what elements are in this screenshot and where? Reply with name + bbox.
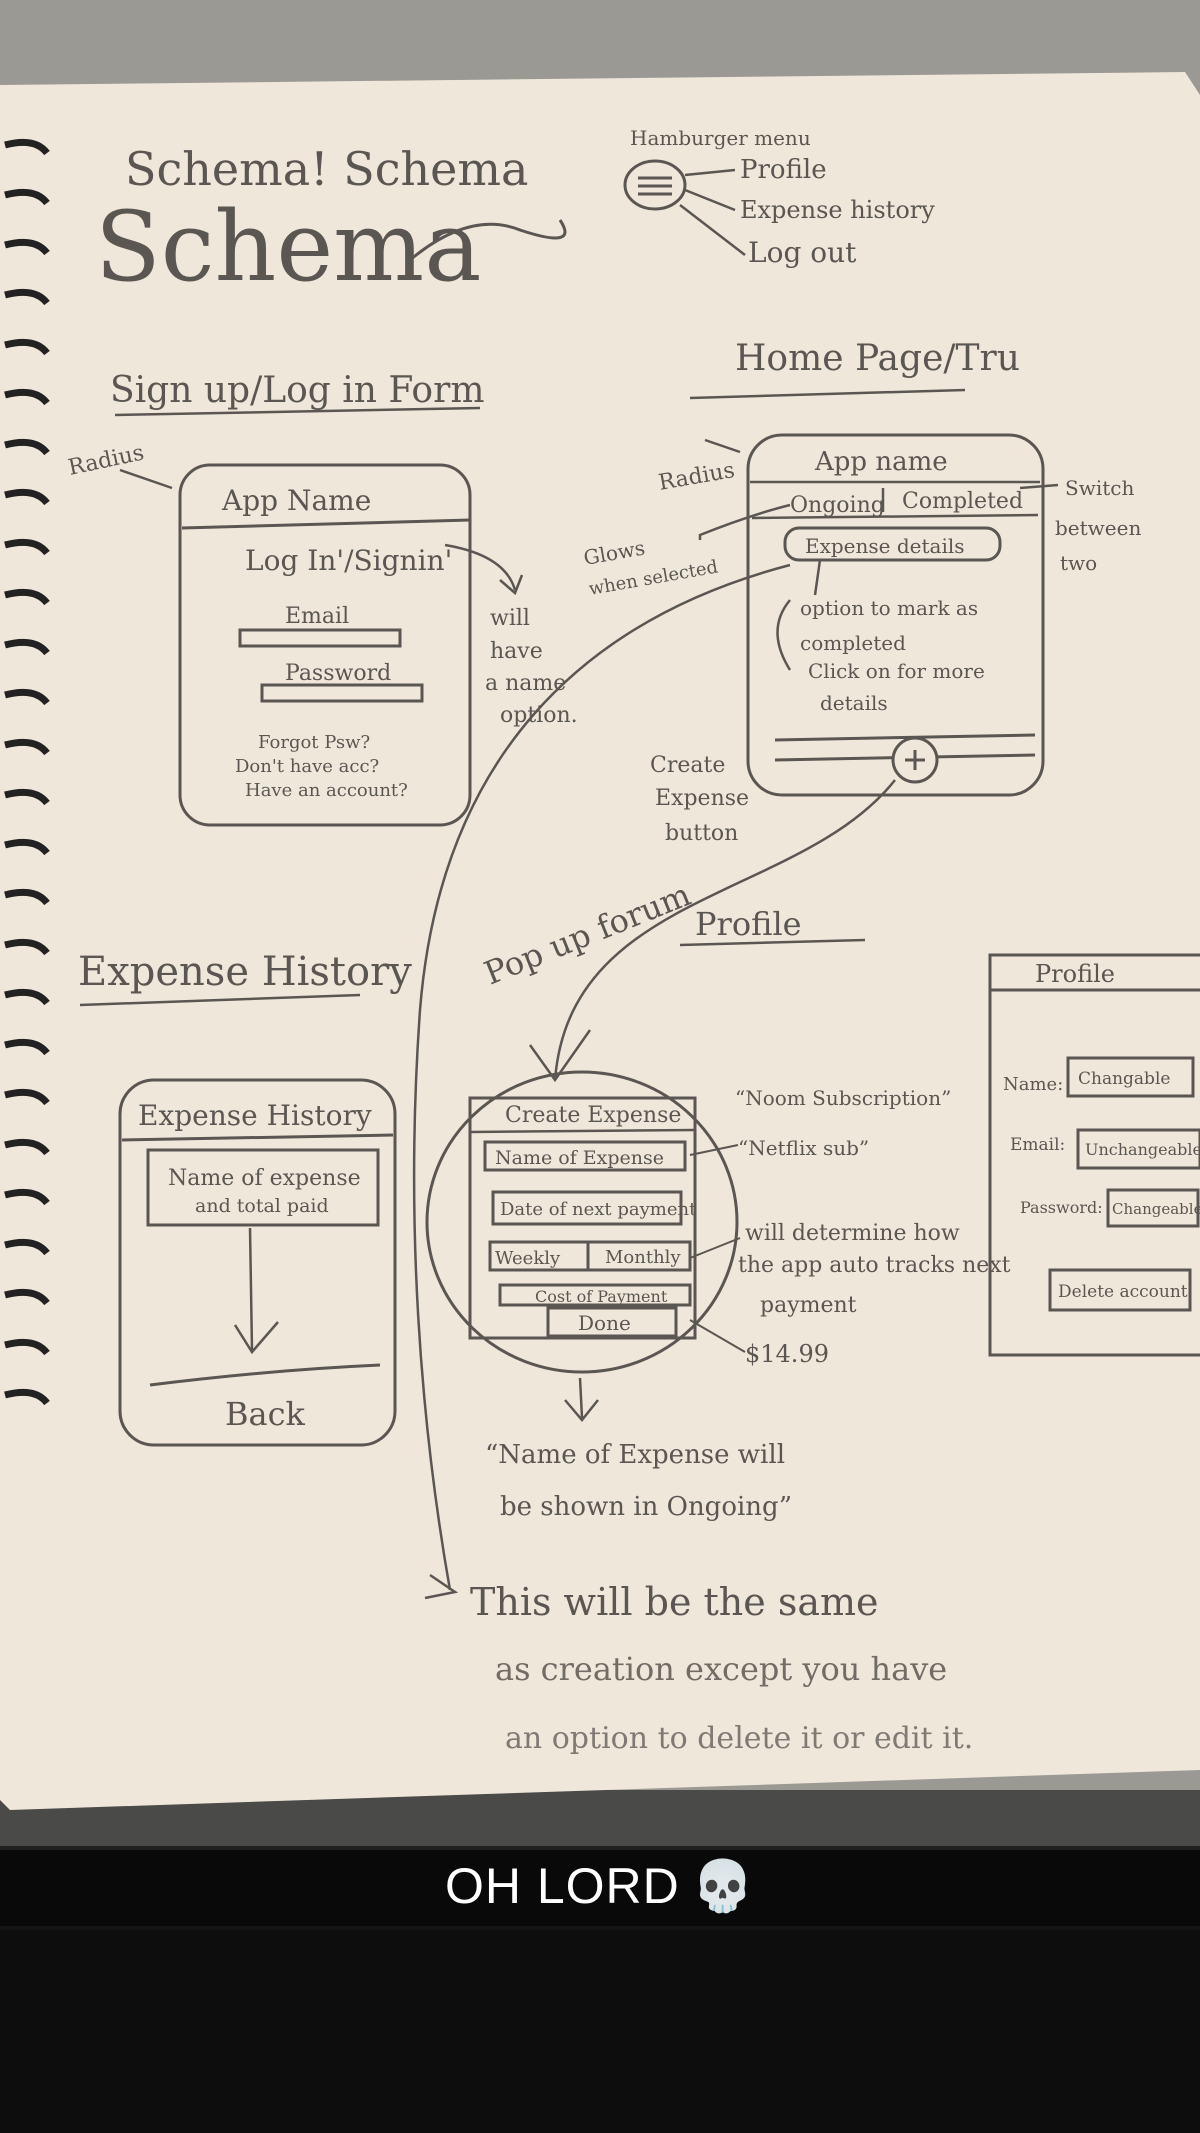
history-sketch: Expense History Expense History Name of …: [78, 949, 412, 1447]
popup-cost-label: Cost of Payment: [535, 1287, 668, 1306]
signup-note-1: will: [490, 606, 530, 631]
popup-outline: [425, 1070, 739, 1374]
popup-frequency-toggle: [488, 1240, 692, 1272]
skull-emoji-icon: 💀: [691, 1857, 756, 1914]
home-switch-note-1: Switch: [1065, 476, 1134, 500]
popup-monthly: Monthly: [605, 1247, 681, 1268]
home-note-3: Click on for more: [808, 659, 985, 683]
arrow-to-popup: [553, 779, 896, 1081]
signup-note-4: option.: [500, 703, 578, 728]
popup-form-frame: [468, 1096, 697, 1340]
hamburger-item-profile: Profile: [740, 155, 827, 185]
history-phone-frame: [118, 1078, 397, 1447]
home-note-4: details: [820, 691, 888, 715]
home-note-1: option to mark as: [800, 596, 978, 620]
title-swash: [409, 219, 567, 262]
popup-price: $14.99: [745, 1340, 829, 1368]
profile-phone-frame: [988, 953, 1200, 1357]
home-app-name: App name: [814, 447, 948, 477]
history-item-card: [146, 1148, 380, 1227]
bottom-note-2: as creation except you have: [495, 1650, 947, 1688]
hamburger-icon: [623, 159, 687, 211]
title-top: Schema! Schema: [125, 142, 528, 196]
hamburger-item-history: Expense history: [740, 196, 935, 224]
home-create-note-3: button: [665, 821, 738, 846]
history-back: Back: [225, 1395, 306, 1433]
hamburger-item-logout: Log out: [748, 236, 857, 269]
signup-login-title: Log In'/Signin': [245, 544, 452, 577]
profile-password-value: Changeable: [1112, 1200, 1200, 1218]
popup-example-2: “Netflix sub”: [738, 1136, 869, 1160]
popup-date-label: Date of next payment: [500, 1199, 697, 1220]
popup-sketch: Create Expense Name of Expense Date of n…: [425, 1070, 1011, 1522]
signup-note-3: a name: [485, 671, 566, 696]
snap-caption-bar: OH LORD 💀: [0, 1846, 1200, 1926]
arrow-to-bottom-note: [412, 563, 791, 1591]
signup-email-label: Email: [285, 604, 349, 629]
home-phone-frame: [746, 433, 1045, 797]
bottom-note-3: an option to delete it or edit it.: [505, 1721, 973, 1756]
history-item-line-1: Name of expense: [168, 1166, 361, 1191]
popup-date-field: [491, 1190, 683, 1226]
floor-shadow: [0, 1930, 1200, 2133]
profile-name-value: Changable: [1078, 1069, 1170, 1089]
home-heading: Home Page/Tru: [735, 338, 1020, 379]
home-sketch: Home Page/Tru Radius App name Ongoing Co…: [582, 338, 1142, 846]
popup-name-field: [483, 1140, 687, 1172]
popup-determine-3: payment: [760, 1293, 857, 1318]
profile-sketch: Profile Profile Name: Changable Email: U…: [679, 905, 1200, 1357]
popup-weekly: Weekly: [495, 1248, 561, 1269]
home-note-2: completed: [800, 631, 906, 655]
signup-heading: Sign up/Log in Form: [110, 370, 484, 411]
bottom-note: This will be the same as creation except…: [470, 1580, 973, 1756]
title-big: Schema: [95, 191, 481, 303]
home-switch-note-2: between: [1055, 516, 1141, 540]
profile-email-value: Unchangeable: [1085, 1140, 1200, 1159]
profile-delete-label: Delete account: [1058, 1282, 1188, 1302]
popup-done-label: Done: [578, 1311, 631, 1335]
spiral-binding: [4, 138, 50, 1406]
home-create-note-1: Create: [650, 753, 725, 778]
profile-name-label: Name:: [1003, 1074, 1063, 1095]
popup-shown-1: “Name of Expense will: [485, 1440, 785, 1470]
profile-password-label: Password:: [1020, 1198, 1103, 1217]
profile-email-label: Email:: [1010, 1135, 1065, 1155]
profile-heading: Profile: [695, 905, 802, 943]
popup-determine-1: will determine how: [745, 1221, 960, 1246]
signup-phone-frame: [178, 463, 472, 827]
hamburger-label: Hamburger menu: [630, 126, 811, 150]
popup-done-button: [546, 1306, 678, 1338]
home-tab-ongoing: Ongoing: [790, 493, 885, 518]
history-title: Expense History: [138, 1099, 372, 1132]
signup-password-label: Password: [285, 661, 391, 686]
signup-sketch: Sign up/Log in Form Radius App Name Log …: [66, 370, 578, 827]
signup-email-field: [238, 628, 402, 648]
signup-footer-2: Don't have acc?: [235, 756, 379, 777]
home-switch-note-3: two: [1060, 551, 1097, 575]
signup-note-2: have: [490, 639, 543, 664]
profile-title: Profile: [1035, 960, 1115, 988]
popup-name-label: Name of Expense: [495, 1147, 664, 1169]
history-item-line-2: and total paid: [195, 1195, 329, 1217]
notebook-page: [0, 72, 1200, 1810]
home-expense-details: Expense details: [805, 534, 965, 558]
popup-cost-field: [498, 1283, 692, 1307]
profile-delete-button: [1048, 1268, 1192, 1312]
history-heading: Expense History: [78, 949, 412, 995]
home-create-note-2: Expense: [655, 786, 749, 811]
popup-shown-2: be shown in Ongoing”: [500, 1492, 792, 1522]
caption-text: OH LORD: [444, 1858, 680, 1914]
popup-determine-2: the app auto tracks next: [738, 1253, 1011, 1278]
home-tab-completed: Completed: [902, 489, 1023, 514]
bottom-note-1: This will be the same: [470, 1580, 879, 1624]
signup-password-field: [260, 683, 424, 703]
hamburger-menu-sketch: Hamburger menu Profile Expense history L…: [623, 126, 935, 269]
signup-footer-1: Forgot Psw?: [258, 732, 370, 753]
popup-example-1: “Noom Subscription”: [735, 1086, 951, 1110]
home-expense-card: [783, 526, 1002, 562]
signup-footer-3: Have an account?: [245, 780, 408, 801]
popup-title: Create Expense: [505, 1103, 681, 1128]
signup-app-name: App Name: [221, 484, 371, 517]
